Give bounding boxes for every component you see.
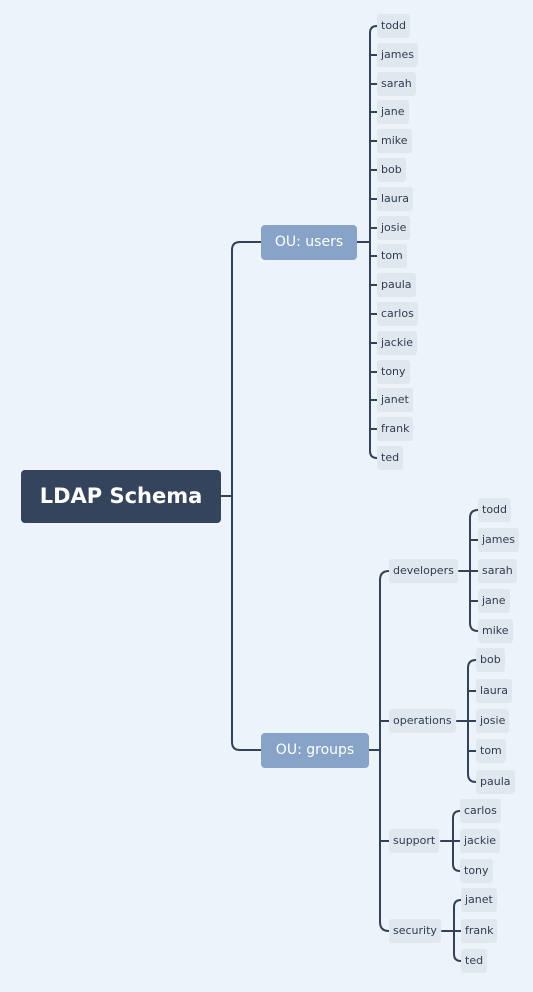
user-node[interactable]: mike	[377, 129, 412, 153]
ou-users-node[interactable]: OU: users	[261, 225, 357, 260]
connector-users-trunk	[369, 25, 378, 459]
group-member-node[interactable]: josie	[476, 709, 510, 733]
user-node[interactable]: frank	[377, 417, 414, 441]
user-node[interactable]: ted	[377, 446, 404, 470]
user-node[interactable]: james	[377, 43, 419, 67]
connector-groups-trunk	[379, 570, 390, 932]
group-member-node[interactable]: frank	[461, 919, 498, 943]
user-node[interactable]: sarah	[377, 72, 416, 96]
group-member-node[interactable]: tom	[476, 739, 506, 763]
group-member-node[interactable]: ted	[461, 949, 488, 973]
group-member-node[interactable]: sarah	[478, 559, 517, 583]
ou-groups-node[interactable]: OU: groups	[261, 733, 369, 768]
group-member-node[interactable]: mike	[478, 619, 513, 643]
connector-root-branch	[231, 241, 262, 751]
user-node[interactable]: janet	[377, 388, 413, 412]
user-node[interactable]: todd	[377, 14, 411, 38]
group-node-support[interactable]: support	[389, 829, 440, 853]
group-member-node[interactable]: tony	[460, 859, 493, 883]
group-member-node[interactable]: jackie	[460, 829, 501, 853]
group-member-node[interactable]: bob	[476, 648, 505, 672]
group-member-node[interactable]: todd	[478, 498, 512, 522]
group-member-node[interactable]: paula	[476, 770, 515, 794]
user-node[interactable]: jackie	[377, 331, 418, 355]
user-node[interactable]: tom	[377, 244, 407, 268]
group-member-node[interactable]: jane	[478, 589, 510, 613]
user-node[interactable]: carlos	[377, 302, 418, 326]
group-member-node[interactable]: janet	[461, 888, 497, 912]
group-node-security[interactable]: security	[389, 919, 441, 943]
root-node[interactable]: LDAP Schema	[21, 470, 221, 523]
user-node[interactable]: jane	[377, 100, 409, 124]
group-node-developers[interactable]: developers	[389, 559, 458, 583]
group-member-node[interactable]: james	[478, 528, 520, 552]
group-member-node[interactable]: carlos	[460, 799, 501, 823]
user-node[interactable]: josie	[377, 216, 411, 240]
user-node[interactable]: paula	[377, 273, 416, 297]
group-node-operations[interactable]: operations	[389, 709, 456, 733]
user-node[interactable]: laura	[377, 187, 414, 211]
group-member-node[interactable]: laura	[476, 679, 513, 703]
user-node[interactable]: tony	[377, 360, 410, 384]
user-node[interactable]: bob	[377, 158, 406, 182]
